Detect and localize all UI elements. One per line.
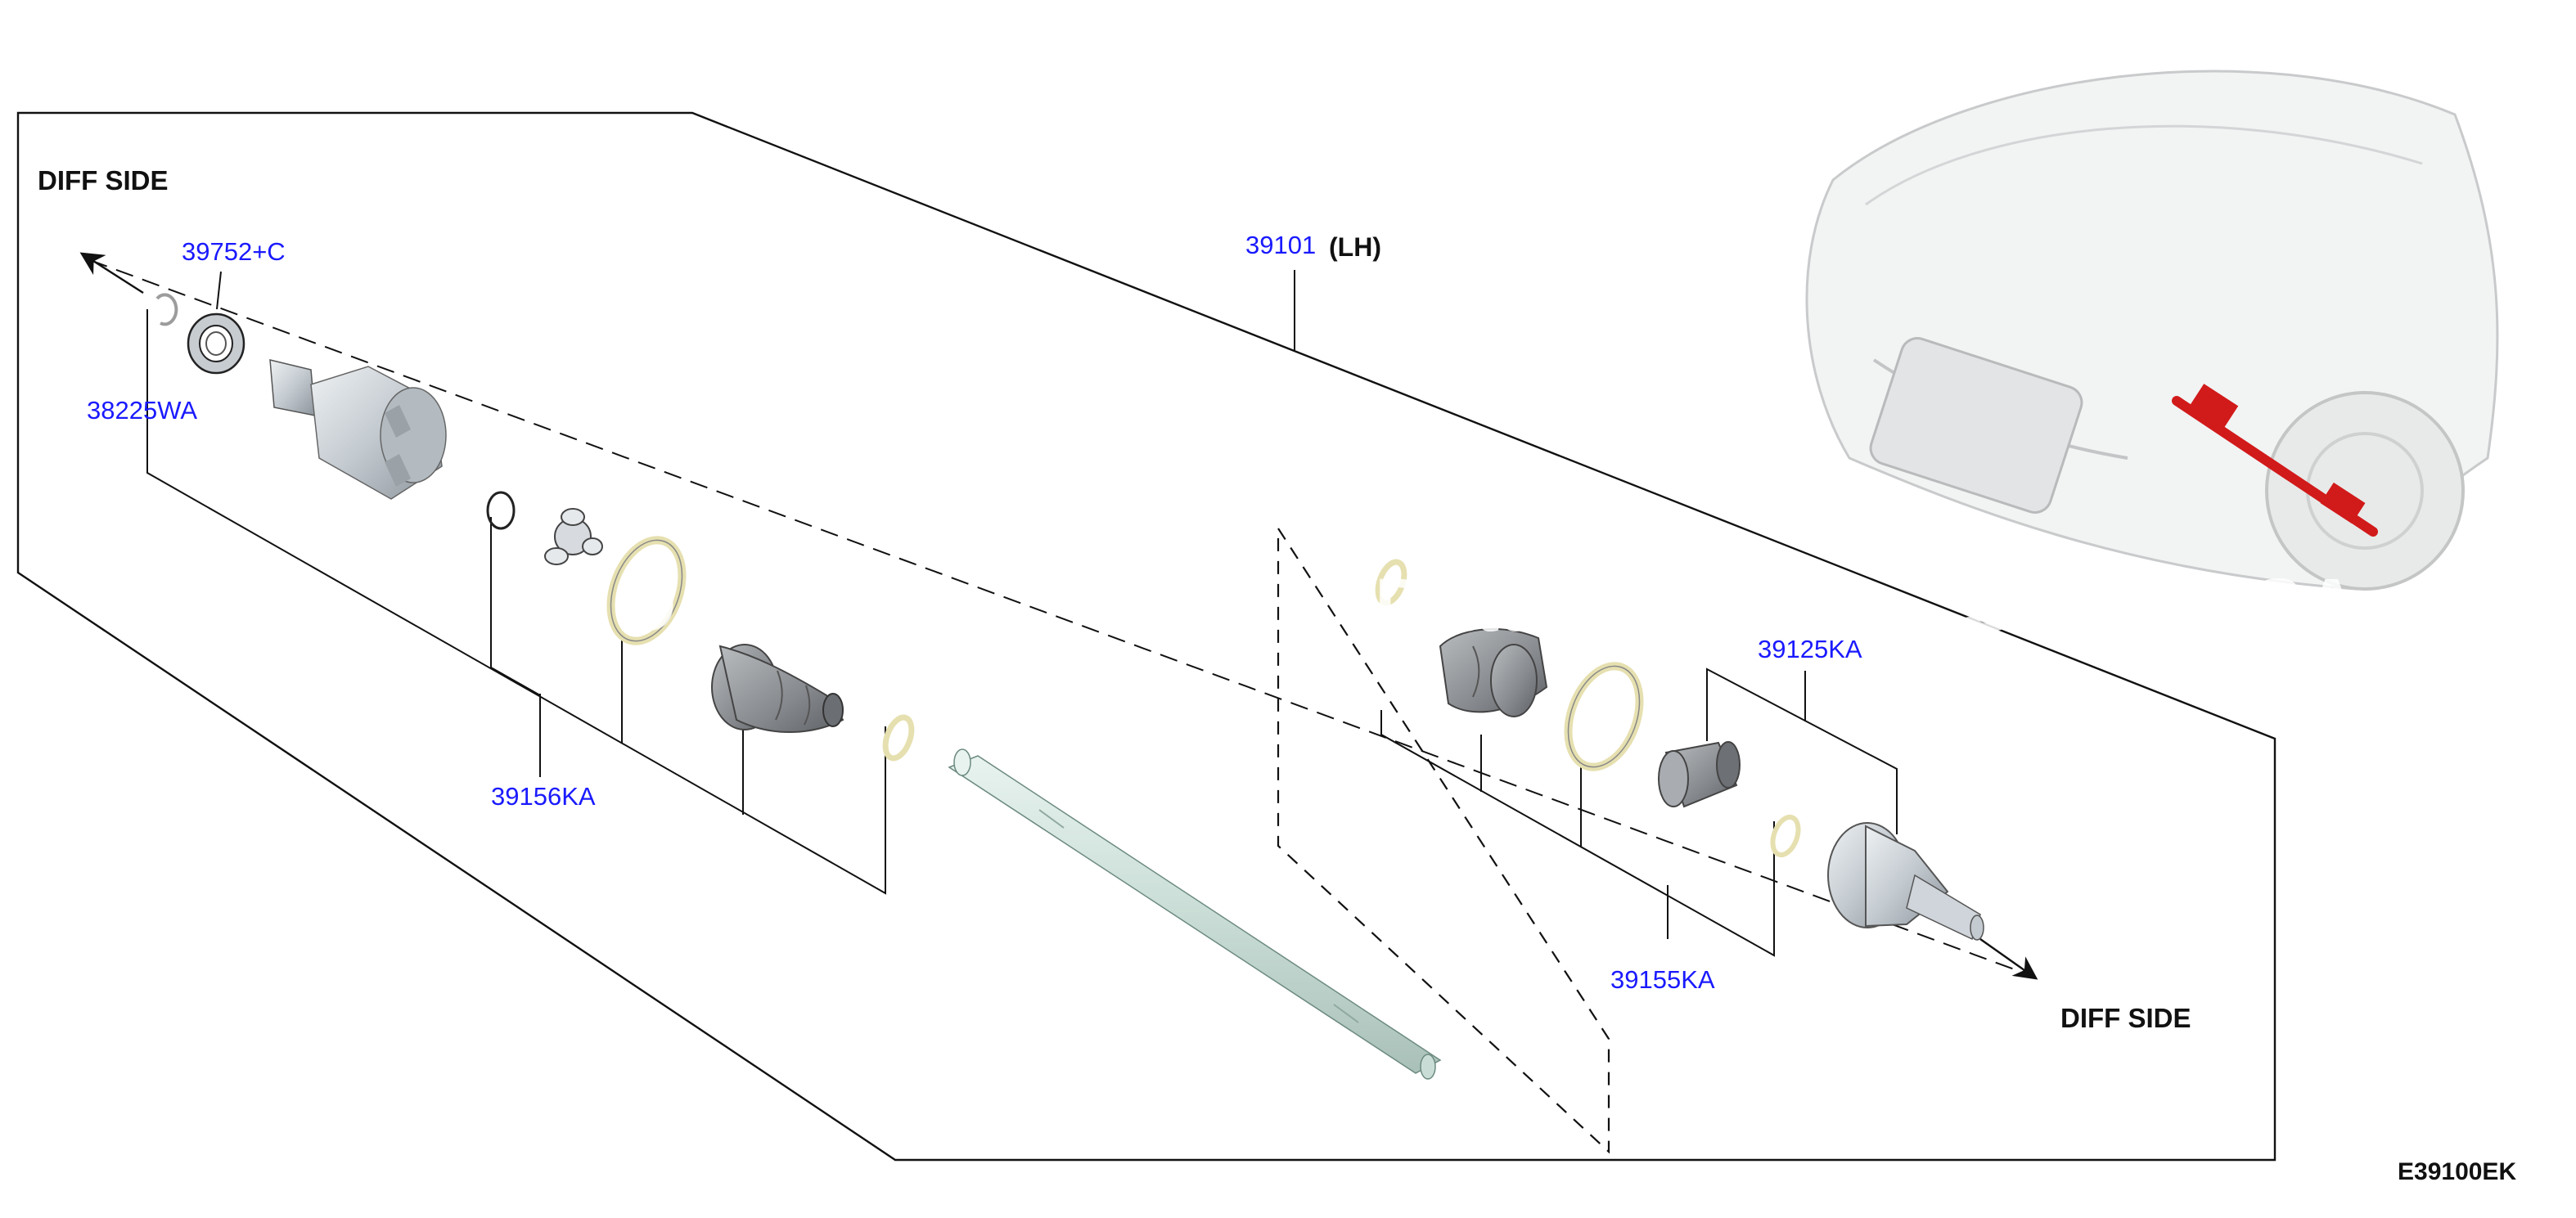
inner-boot [711, 644, 844, 733]
tripod-spider [544, 508, 603, 565]
assembly-side-suffix: (LH) [1329, 232, 1381, 262]
boot-band-small-right [1375, 559, 1407, 606]
damper [1658, 741, 1741, 808]
outer-boot [1439, 628, 1548, 717]
diff-side-arrow-bottom [1979, 938, 2038, 980]
snap-ring-right [1770, 814, 1801, 858]
outer-joint [1827, 822, 1984, 941]
vehicle-location-image [1805, 70, 2499, 591]
watermark-left: Data [622, 564, 792, 647]
part-39125-callout[interactable]: 39125KA [1758, 635, 1862, 663]
leader-lines [146, 270, 1898, 957]
boot-band-small-left [882, 714, 915, 762]
part-39155-callout[interactable]: 39155KA [1610, 965, 1715, 994]
axis-center-line [89, 259, 2026, 974]
diff-side-label-bottom: DIFF SIDE [2060, 1003, 2191, 1033]
part-39156-callout[interactable]: 39156KA [491, 782, 596, 811]
watermark-right: STORE SA [1964, 564, 2361, 647]
drive-shaft [948, 748, 1442, 1080]
dust-seal [187, 312, 245, 375]
circlip-small [155, 293, 178, 326]
inner-joint-housing [269, 359, 447, 500]
diagram-code: E39100EK [2398, 1158, 2517, 1185]
boot-band-large-right-edge [1567, 665, 1641, 768]
assembly-outline [16, 111, 2277, 1162]
diff-side-arrow-top [79, 252, 144, 294]
snap-ring [486, 491, 516, 530]
part-39752-callout[interactable]: 39752+C [182, 237, 286, 266]
part-38225-callout[interactable]: 38225WA [87, 396, 197, 425]
boot-band-large-left-edge [610, 539, 683, 642]
part-39101-callout[interactable]: 39101 [1245, 231, 1317, 259]
diff-side-label-top: DIFF SIDE [38, 165, 169, 196]
subassembly-dashed-outline [1277, 525, 1610, 1154]
watermark-mid: Data [1375, 564, 1545, 647]
